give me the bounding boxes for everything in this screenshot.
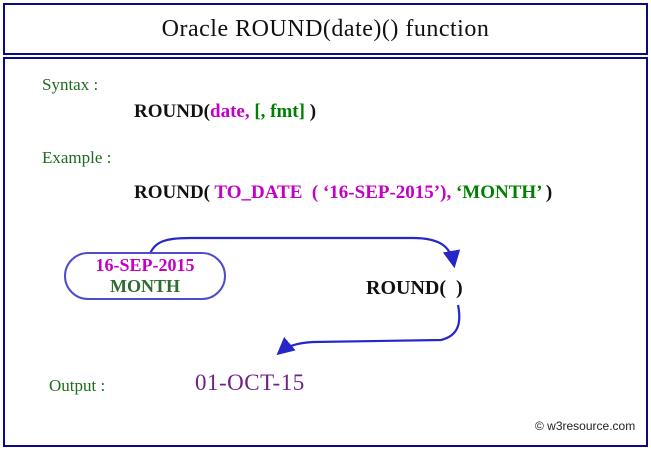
page-title: Oracle ROUND(date)() function — [161, 15, 490, 42]
output-value: 01-OCT-15 — [195, 370, 305, 395]
input-date-value: 16-SEP-2015 — [95, 255, 195, 275]
syntax-date-arg: date, — [210, 101, 250, 122]
example-function-name: ROUND( — [134, 182, 215, 203]
example-close-paren: ) — [541, 182, 553, 203]
syntax-close-paren: ) — [304, 101, 317, 122]
input-fmt-value: MONTH — [110, 276, 180, 296]
example-date-arg: TO_DATE ( ‘16-SEP-2015’), — [214, 182, 456, 203]
watermark: © w3resource.com — [535, 419, 636, 433]
syntax-function-name: ROUND( — [134, 101, 210, 122]
example-fmt-arg: ‘MONTH’ — [455, 182, 542, 203]
syntax-code: ROUND(date, [, fmt] ) — [134, 101, 316, 123]
example-label: Example : — [42, 148, 112, 167]
example-code: ROUND( TO_DATE ( ‘16-SEP-2015’), ‘MONTH’… — [134, 182, 552, 204]
output-label: Output : — [49, 376, 106, 395]
syntax-fmt-arg: [, fmt] — [249, 101, 305, 122]
title-bar: Oracle ROUND(date)() function — [3, 3, 648, 55]
syntax-label: Syntax : — [42, 75, 99, 94]
diagram-body: Syntax : ROUND(date, [, fmt] ) Example :… — [3, 57, 648, 447]
round-function-node: ROUND( ) — [366, 277, 463, 299]
arrow-round-to-output-icon — [276, 304, 461, 356]
input-value-bubble: 16-SEP-2015 MONTH — [64, 252, 226, 300]
